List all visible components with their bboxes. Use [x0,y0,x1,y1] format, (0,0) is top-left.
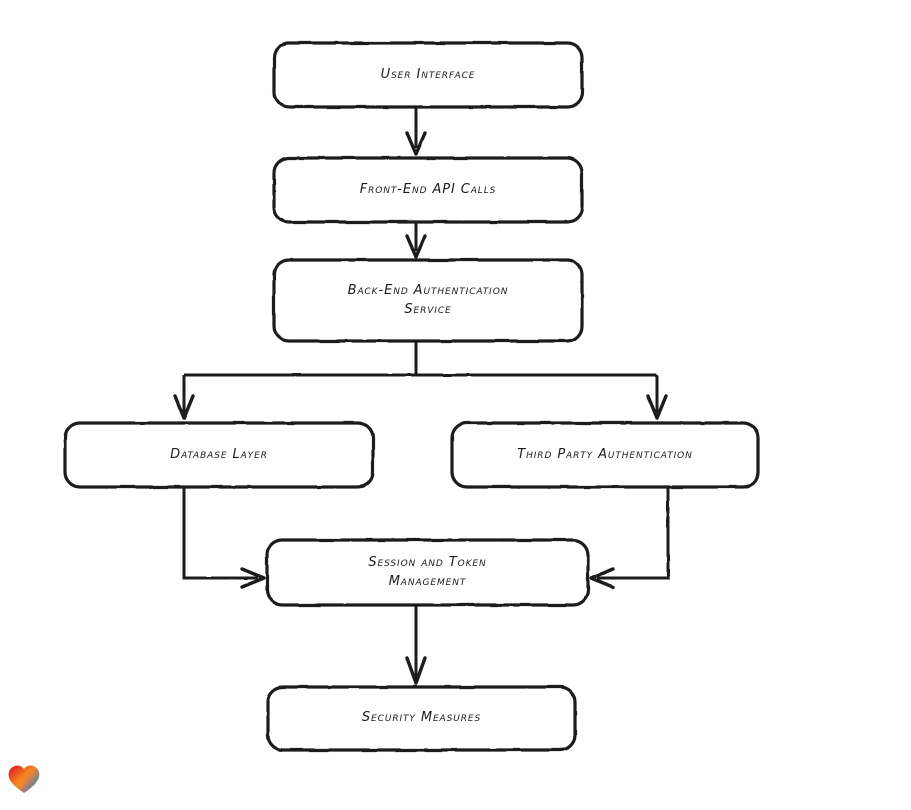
node-box-session-and-token-management[interactable] [265,538,590,607]
node-box-back-end-authentication-service[interactable] [272,258,584,343]
connector-thirdparty-to-session [589,487,670,589]
node-box-user-interface[interactable] [272,41,584,109]
connector-backend-split [173,341,668,420]
watermark-heart [7,762,41,796]
heart-icon [8,765,40,794]
node-box-security-measures[interactable] [266,685,577,752]
connector-ui-to-api [405,107,427,156]
connector-api-to-backend [405,222,427,259]
connector-session-to-security [405,605,427,685]
node-box-database-layer[interactable] [63,421,375,489]
node-box-third-party-authentication[interactable] [450,421,760,489]
connector-database-to-session [182,487,266,589]
node-box-front-end-api-calls[interactable] [272,156,584,224]
